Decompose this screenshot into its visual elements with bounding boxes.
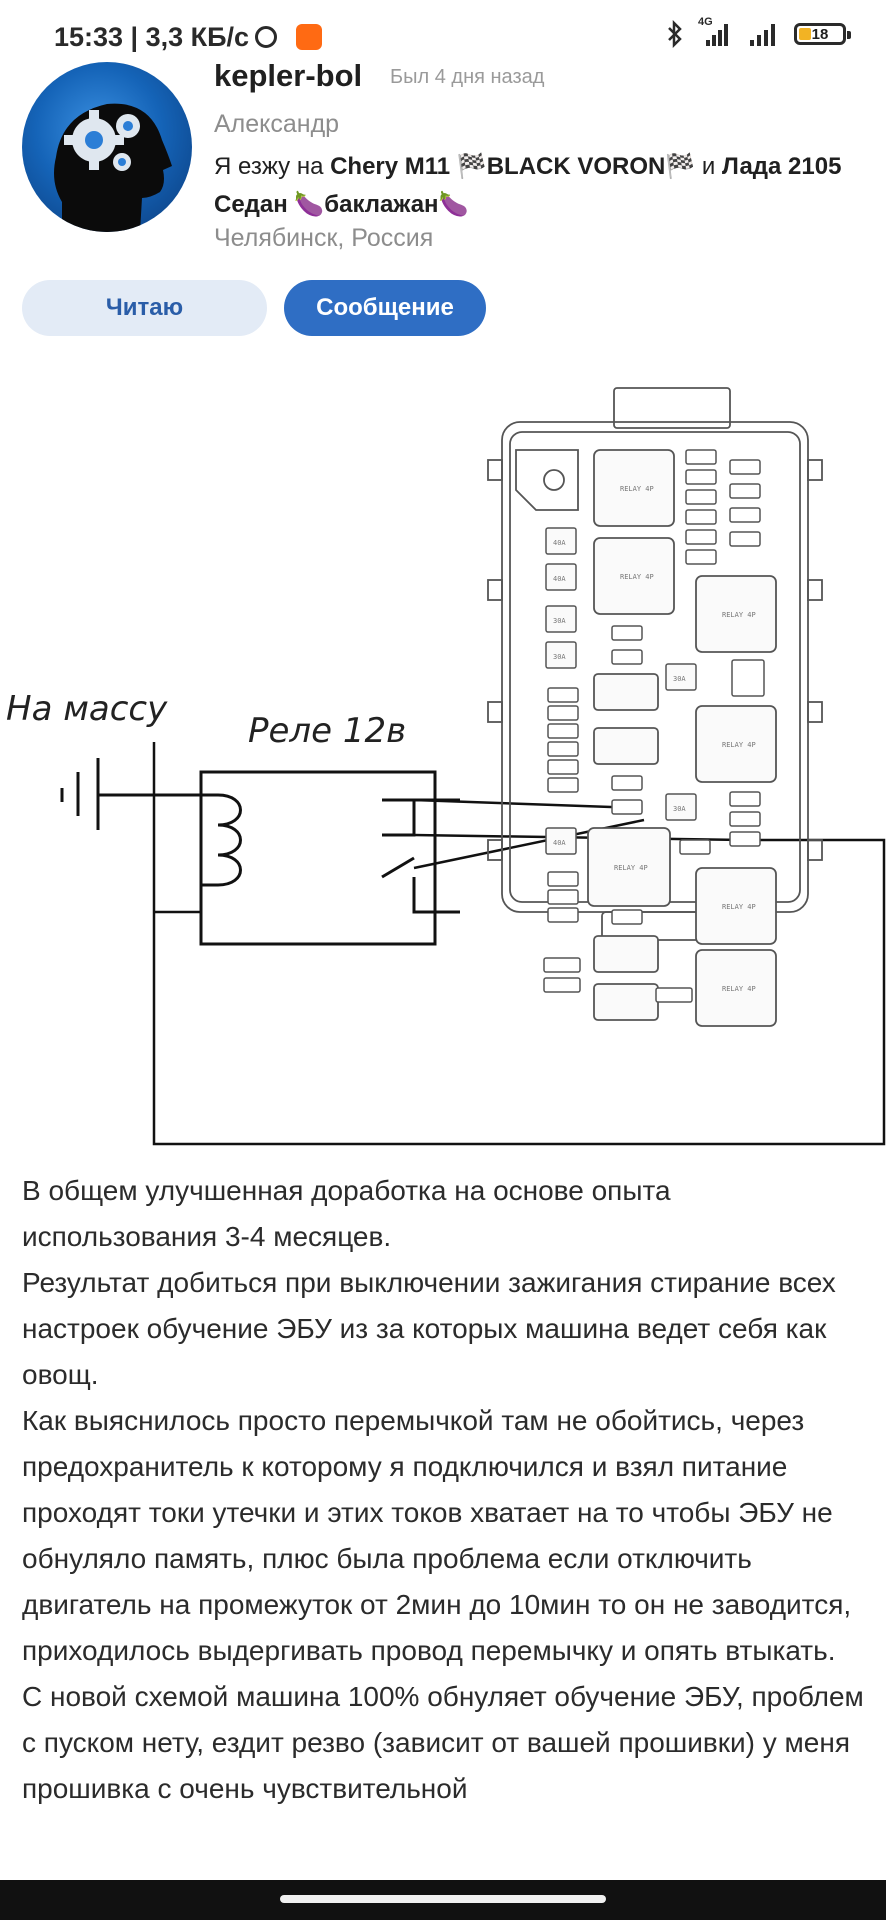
relays bbox=[587, 449, 777, 1027]
svg-text:RELAY 4P: RELAY 4P bbox=[722, 741, 756, 749]
svg-text:RELAY 4P: RELAY 4P bbox=[722, 903, 756, 911]
svg-text:RELAY 4P: RELAY 4P bbox=[722, 611, 756, 619]
cars-prefix: Я езжу на bbox=[214, 153, 324, 180]
svg-text:40A: 40A bbox=[553, 839, 566, 847]
mi-app-icon bbox=[296, 24, 322, 50]
relay-label: Реле 12в bbox=[248, 711, 406, 751]
username[interactable]: kepler-bol bbox=[214, 58, 363, 93]
svg-text:RELAY 4P: RELAY 4P bbox=[620, 573, 654, 581]
fuses-left bbox=[545, 527, 697, 855]
ground-label: На массу bbox=[6, 689, 168, 729]
svg-text:30A: 30A bbox=[673, 675, 686, 683]
svg-text:RELAY 4P: RELAY 4P bbox=[620, 485, 654, 493]
city: Челябинск, Россия bbox=[214, 224, 434, 252]
message-button[interactable]: Сообщение bbox=[284, 280, 486, 336]
mini-fuses bbox=[543, 449, 765, 1003]
svg-text:30A: 30A bbox=[553, 653, 566, 661]
status-time: 15:33 | 3,3 КБ/с bbox=[54, 22, 250, 52]
alarm-icon bbox=[255, 26, 277, 48]
cars-line: Я езжу на Chery M11 🏁BLACK VORON🏁 и Лада… bbox=[214, 148, 864, 224]
svg-text:30A: 30A bbox=[553, 617, 566, 625]
relay-symbol bbox=[199, 770, 460, 946]
avatar[interactable] bbox=[22, 62, 192, 232]
svg-text:RELAY 4P: RELAY 4P bbox=[722, 985, 756, 993]
network-type-label: 4G bbox=[698, 16, 713, 28]
post-paragraph: Результат добиться при выключении зажига… bbox=[22, 1267, 836, 1390]
svg-text:40A: 40A bbox=[553, 575, 566, 583]
svg-text:RELAY 4P: RELAY 4P bbox=[614, 864, 648, 872]
post-paragraph: Как выяснилось просто перемычкой там не … bbox=[22, 1405, 852, 1666]
system-navigation-bar bbox=[0, 1880, 886, 1920]
ground-symbol bbox=[60, 758, 201, 830]
cars-joiner: и bbox=[701, 153, 716, 180]
post-paragraph: С новой схемой машина 100% обнуляет обуч… bbox=[22, 1681, 864, 1804]
home-gesture-handle[interactable] bbox=[280, 1895, 606, 1903]
status-icons: 4G 18 bbox=[666, 16, 851, 48]
car-link-lada[interactable]: Лада 2105 Седан 🍆баклажан🍆 bbox=[214, 153, 842, 218]
status-bar: 15:33 | 3,3 КБ/с 4G 18 bbox=[0, 0, 886, 70]
follow-button[interactable]: Читаю bbox=[22, 280, 267, 336]
wiring-diagram-image[interactable]: На массу Реле 12в bbox=[0, 380, 886, 1150]
cellular-signal-4g-icon: 4G bbox=[698, 16, 734, 48]
battery-level: 18 bbox=[811, 25, 829, 43]
cellular-signal-icon bbox=[750, 24, 775, 46]
wiring-diagram: На массу Реле 12в bbox=[6, 387, 886, 1146]
bluetooth-icon bbox=[668, 20, 682, 48]
battery-icon: 18 bbox=[794, 23, 851, 45]
real-name: Александр bbox=[214, 110, 340, 138]
last-seen: Был 4 дня назад bbox=[390, 66, 545, 88]
fuse-text-labels: 40A 40A 30A 30A 40A 30A 30A bbox=[553, 539, 686, 847]
svg-text:40A: 40A bbox=[553, 539, 566, 547]
relay-text-labels: RELAY 4P RELAY 4P RELAY 4P RELAY 4P RELA… bbox=[614, 485, 756, 993]
svg-text:30A: 30A bbox=[673, 805, 686, 813]
car-link-chery[interactable]: Chery M11 🏁BLACK VORON🏁 bbox=[330, 153, 696, 180]
post-body: В общем улучшенная доработка на основе о… bbox=[22, 1168, 864, 1812]
head-gears-icon bbox=[54, 103, 172, 232]
post-paragraph: В общем улучшенная доработка на основе о… bbox=[22, 1175, 671, 1252]
